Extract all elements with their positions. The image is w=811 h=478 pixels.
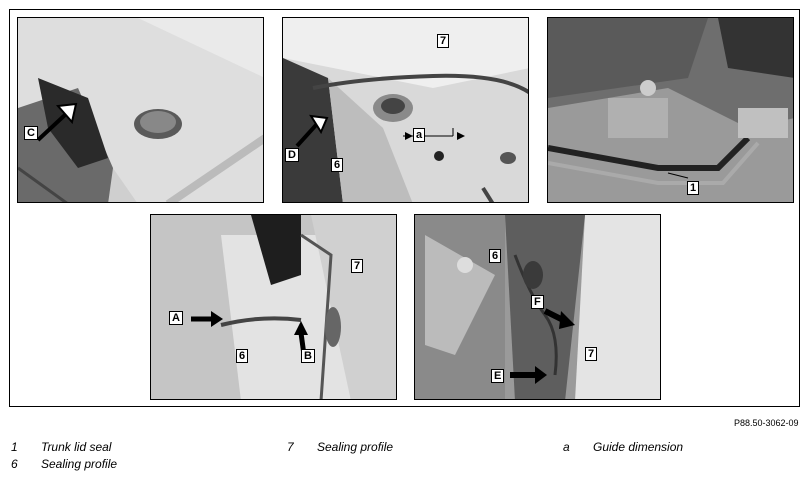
callout-a: a [413,128,426,142]
callout-7: 7 [351,259,364,273]
callout-C: C [24,126,38,140]
callout-6: 6 [236,349,249,363]
legend-item-6-text: Sealing profile [41,457,118,471]
callout-1: 1 [687,181,700,195]
figure-reference-code: P88.50-3062-09 [734,418,799,428]
callout-A: A [169,311,183,325]
panel-1-illustration [18,18,263,202]
callout-B: B [301,349,315,363]
legend-item-a-text: Guide dimension [593,440,684,454]
photo-panel-4: 7 A 6 B [150,214,397,400]
legend-item-a-number: a [563,440,570,454]
callout-D: D [285,148,299,162]
callout-6: 6 [331,158,344,172]
callout-6: 6 [489,249,502,263]
callout-7: 7 [437,34,450,48]
callout-7: 7 [585,347,598,361]
photo-panel-2: 7 a D 6 [282,17,529,203]
panel-2-illustration [283,18,528,202]
callout-E: E [491,369,505,383]
legend-item-7-text: Sealing profile [317,440,394,454]
callout-F: F [531,295,544,309]
panel-3-illustration [548,18,793,202]
legend-item-1-number: 1 [11,440,18,454]
photo-panel-3: 1 [547,17,794,203]
photo-panel-1: C [17,17,264,203]
legend-item-1-text: Trunk lid seal [41,440,112,454]
legend-item-7-number: 7 [287,440,294,454]
panel-4-illustration [151,215,396,399]
legend-item-6-number: 6 [11,457,18,471]
photo-panel-5: 6 F 7 E [414,214,661,400]
